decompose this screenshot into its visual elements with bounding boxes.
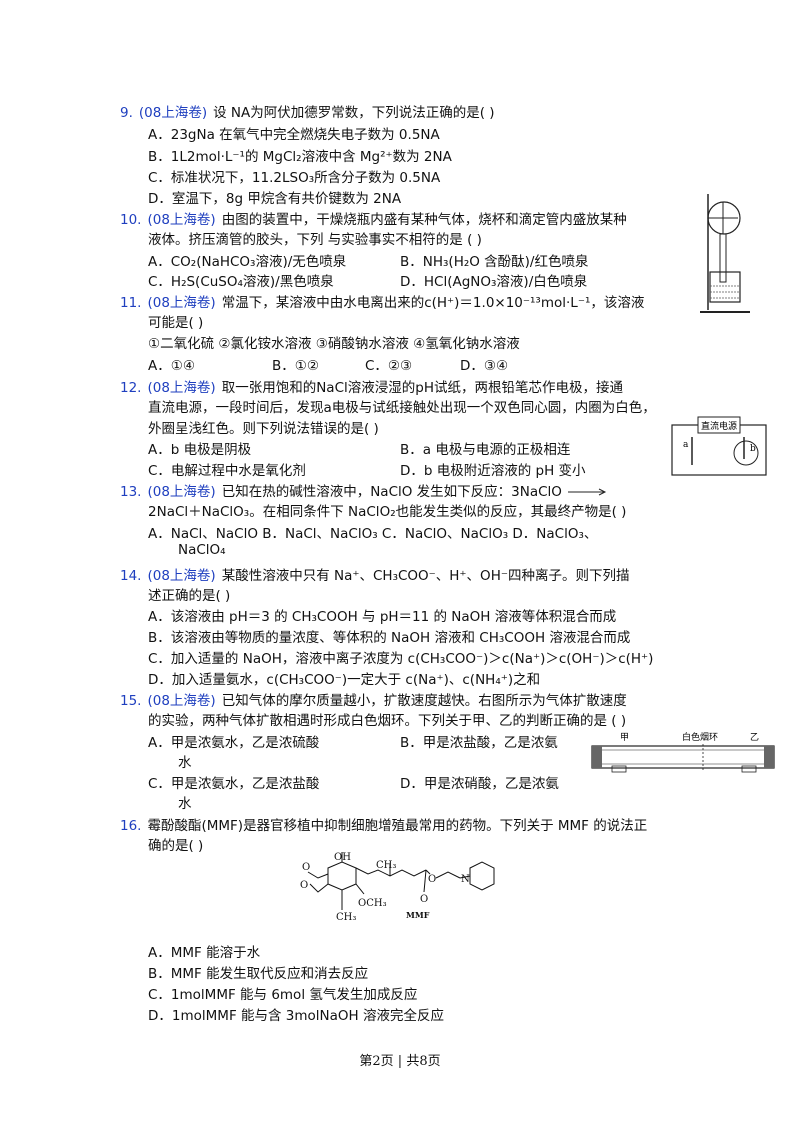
option: D．HCl(AgNO₃溶液)/白色喷泉 <box>400 274 588 290</box>
question-source: (08上海卷) <box>147 568 216 584</box>
option: C．电解过程中水是氧化剂 <box>148 463 306 479</box>
tube-right-label: 乙 <box>750 732 759 743</box>
electrode-a-label: a <box>683 440 689 450</box>
nitrogen-label: N <box>461 874 470 885</box>
question-stem: 常温下，某溶液中由水电离出来的c(H⁺)＝1.0×10⁻¹³mol·L⁻¹，该溶… <box>221 295 645 311</box>
power-supply-label: 直流电源 <box>701 420 737 432</box>
question-number: 14. <box>120 568 142 584</box>
fountain-apparatus-figure <box>700 194 750 313</box>
question-9: 9. (08上海卷) 设 NA为阿伏加德罗常数，下列说法正确的是( ) <box>120 101 495 121</box>
question-stem-continued: 确的是( ) <box>148 838 204 854</box>
option: C．标准状况下，11.2LSO₃所含分子数为 0.5NA <box>148 170 441 186</box>
option: D．加入适量氨水，c(CH₃COO⁻)一定大于 c(Na⁺)、c(NH₄⁺)之和 <box>148 672 541 688</box>
oxygen-label: O <box>302 862 310 873</box>
option: A．甲是浓氨水，乙是浓硫酸 <box>148 735 320 751</box>
option: A．NaCl、NaClO B．NaCl、NaClO₃ C．NaClO、NaClO… <box>148 526 598 542</box>
option: B．①② <box>272 358 319 374</box>
option: B．该溶液由等物质的量浓度、等体积的 NaOH 溶液和 CH₃COOH 溶液混合… <box>148 630 631 646</box>
option: A．b 电极是阴极 <box>148 442 252 458</box>
question-number: 12. <box>120 380 142 396</box>
question-source: (08上海卷) <box>147 212 216 228</box>
option: B．a 电极与电源的正极相连 <box>400 442 571 458</box>
option: D．③④ <box>460 358 509 374</box>
option: A．该溶液由 pH＝3 的 CH₃COOH 与 pH＝11 的 NaOH 溶液等… <box>148 609 617 625</box>
question-10: 10. (08上海卷) 由图的装置中，干燥烧瓶内盛有某种气体，烧杯和滴定管内盛放某种 <box>120 208 627 228</box>
option: A．CO₂(NaHCO₃溶液)/无色喷泉 <box>148 254 347 270</box>
methyl-label: CH₃ <box>376 860 396 871</box>
option: C．H₂S(CuSO₄溶液)/黑色喷泉 <box>148 274 334 290</box>
option: B．MMF 能发生取代反应和消去反应 <box>148 966 369 982</box>
option: B．1L2mol·L⁻¹的 MgCl₂溶液中含 Mg²⁺数为 2NA <box>148 149 452 165</box>
option: B．NH₃(H₂O 含酚酞)/红色喷泉 <box>400 254 589 270</box>
sub-statements: ①二氧化硫 ②氯化铵水溶液 ③硝酸钠水溶液 ④氢氧化钠水溶液 <box>148 336 520 352</box>
question-stem-continued: 可能是( ) <box>148 315 204 331</box>
question-number: 16. <box>120 818 142 834</box>
diffusion-tube-figure: 甲 白色烟环 乙 <box>591 731 775 773</box>
question-13: 13. (08上海卷) 已知在热的碱性溶液中，NaClO 发生如下反应：3NaClO <box>120 480 608 500</box>
question-stem: 已知在热的碱性溶液中，NaClO 发生如下反应：3NaClO <box>221 484 562 500</box>
option: C．加入适量的 NaOH，溶液中离子浓度为 c(CH₃COO⁻)＞c(Na⁺)＞… <box>148 651 654 667</box>
mmf-caption: MMF <box>406 910 430 920</box>
electrode-b-label: b <box>750 444 756 454</box>
question-stem: 由图的装置中，干燥烧瓶内盛有某种气体，烧杯和滴定管内盛放某种 <box>221 212 627 228</box>
question-stem-continued: 液体。挤压滴管的胶头，下列 与实验事实不相符的是 ( ) <box>148 232 482 248</box>
oxygen-label: O <box>300 880 308 891</box>
question-number: 15. <box>120 693 142 709</box>
page-footer: 第2页 | 共8页 <box>359 1054 441 1069</box>
tube-left-label: 甲 <box>620 732 629 743</box>
question-number: 11. <box>120 295 142 311</box>
question-12: 12. (08上海卷) 取一张用饱和的NaCl溶液浸湿的pH试纸，两根铅笔芯作电极，… <box>120 376 623 396</box>
question-number: 10. <box>120 212 142 228</box>
option: A．MMF 能溶于水 <box>148 945 261 961</box>
methyl-label: CH₃ <box>336 912 356 923</box>
question-14: 14. (08上海卷) 某酸性溶液中只有 Na⁺、CH₃COO⁻、H⁺、OH⁻四种离… <box>120 564 629 584</box>
question-stem: 设 NA为阿伏加德罗常数，下列说法正确的是( ) <box>213 105 495 121</box>
option: A．①④ <box>148 358 195 374</box>
question-stem-continued: 的实验，两种气体扩散相遇时形成白色烟环。下列关于甲、乙的判断正确的是 ( ) <box>148 713 627 729</box>
option: B．甲是浓盐酸，乙是浓氨 <box>400 735 558 751</box>
question-stem-continued: 述正确的是( ) <box>148 588 231 604</box>
option: A．23gNa 在氧气中完全燃烧失电子数为 0.5NA <box>148 127 440 143</box>
question-15: 15. (08上海卷) 已知气体的摩尔质量越小，扩散速度越快。右图所示为气体扩散速度 <box>120 689 627 709</box>
question-stem-continued: 直流电源，一段时间后，发现a电极与试纸接触处出现一个双色同心圆，内圈为白色， <box>148 400 656 416</box>
option: D．室温下，8g 甲烷含有共价键数为 2NA <box>148 191 402 207</box>
option: D．b 电极附近溶液的 pH 变小 <box>400 463 586 479</box>
question-source: (08上海卷) <box>147 484 216 500</box>
reaction-arrow <box>567 484 608 500</box>
oxygen-label: O <box>420 894 428 905</box>
question-number: 13. <box>120 484 142 500</box>
option-continued: 水 <box>178 755 192 771</box>
question-stem: 取一张用饱和的NaCl溶液浸湿的pH试纸，两根铅笔芯作电极，接通 <box>221 380 623 396</box>
hydroxyl-label: OH <box>334 852 351 863</box>
question-11: 11. (08上海卷) 常温下，某溶液中由水电离出来的c(H⁺)＝1.0×10⁻¹³… <box>120 291 644 311</box>
question-stem-continued: 外圈呈浅红色。则下列说法错误的是( ) <box>148 421 379 437</box>
option: D．甲是浓硝酸，乙是浓氨 <box>400 776 559 792</box>
electrolysis-figure: 直流电源 a b <box>671 416 767 476</box>
methoxy-label: OCH₃ <box>358 898 387 909</box>
question-source: (08上海卷) <box>147 693 216 709</box>
option: C．甲是浓氨水，乙是浓盐酸 <box>148 776 320 792</box>
mmf-structure-figure: OH CH₃ OCH₃ CH₃ O O O O N MMF <box>300 852 495 923</box>
question-source: (08上海卷) <box>147 295 216 311</box>
option: D．1molMMF 能与含 3molNaOH 溶液完全反应 <box>148 1008 444 1024</box>
option: C．1molMMF 能与 6mol 氢气发生加成反应 <box>148 987 418 1003</box>
question-stem: 霉酚酸酯(MMF)是器官移植中抑制细胞增殖最常用的药物。下列关于 MMF 的说法… <box>147 818 648 834</box>
question-source: (08上海卷) <box>147 380 216 396</box>
smoke-ring-label: 白色烟环 <box>682 731 718 743</box>
oxygen-label: O <box>428 874 436 885</box>
question-stem-continued: 2NaCl＋NaClO₃。在相同条件下 NaClO₂也能发生类似的反应，其最终产… <box>148 504 627 520</box>
question-stem: 已知气体的摩尔质量越小，扩散速度越快。右图所示为气体扩散速度 <box>221 693 627 709</box>
option-continued: NaClO₄ <box>178 542 226 558</box>
question-number: 9. <box>120 105 133 121</box>
question-16: 16. 霉酚酸酯(MMF)是器官移植中抑制细胞增殖最常用的药物。下列关于 MMF … <box>120 814 647 834</box>
option-continued: 水 <box>178 796 192 812</box>
question-source: (08上海卷) <box>138 105 208 121</box>
question-stem: 某酸性溶液中只有 Na⁺、CH₃COO⁻、H⁺、OH⁻四种离子。则下列描 <box>221 568 630 584</box>
option: C．②③ <box>365 358 413 374</box>
